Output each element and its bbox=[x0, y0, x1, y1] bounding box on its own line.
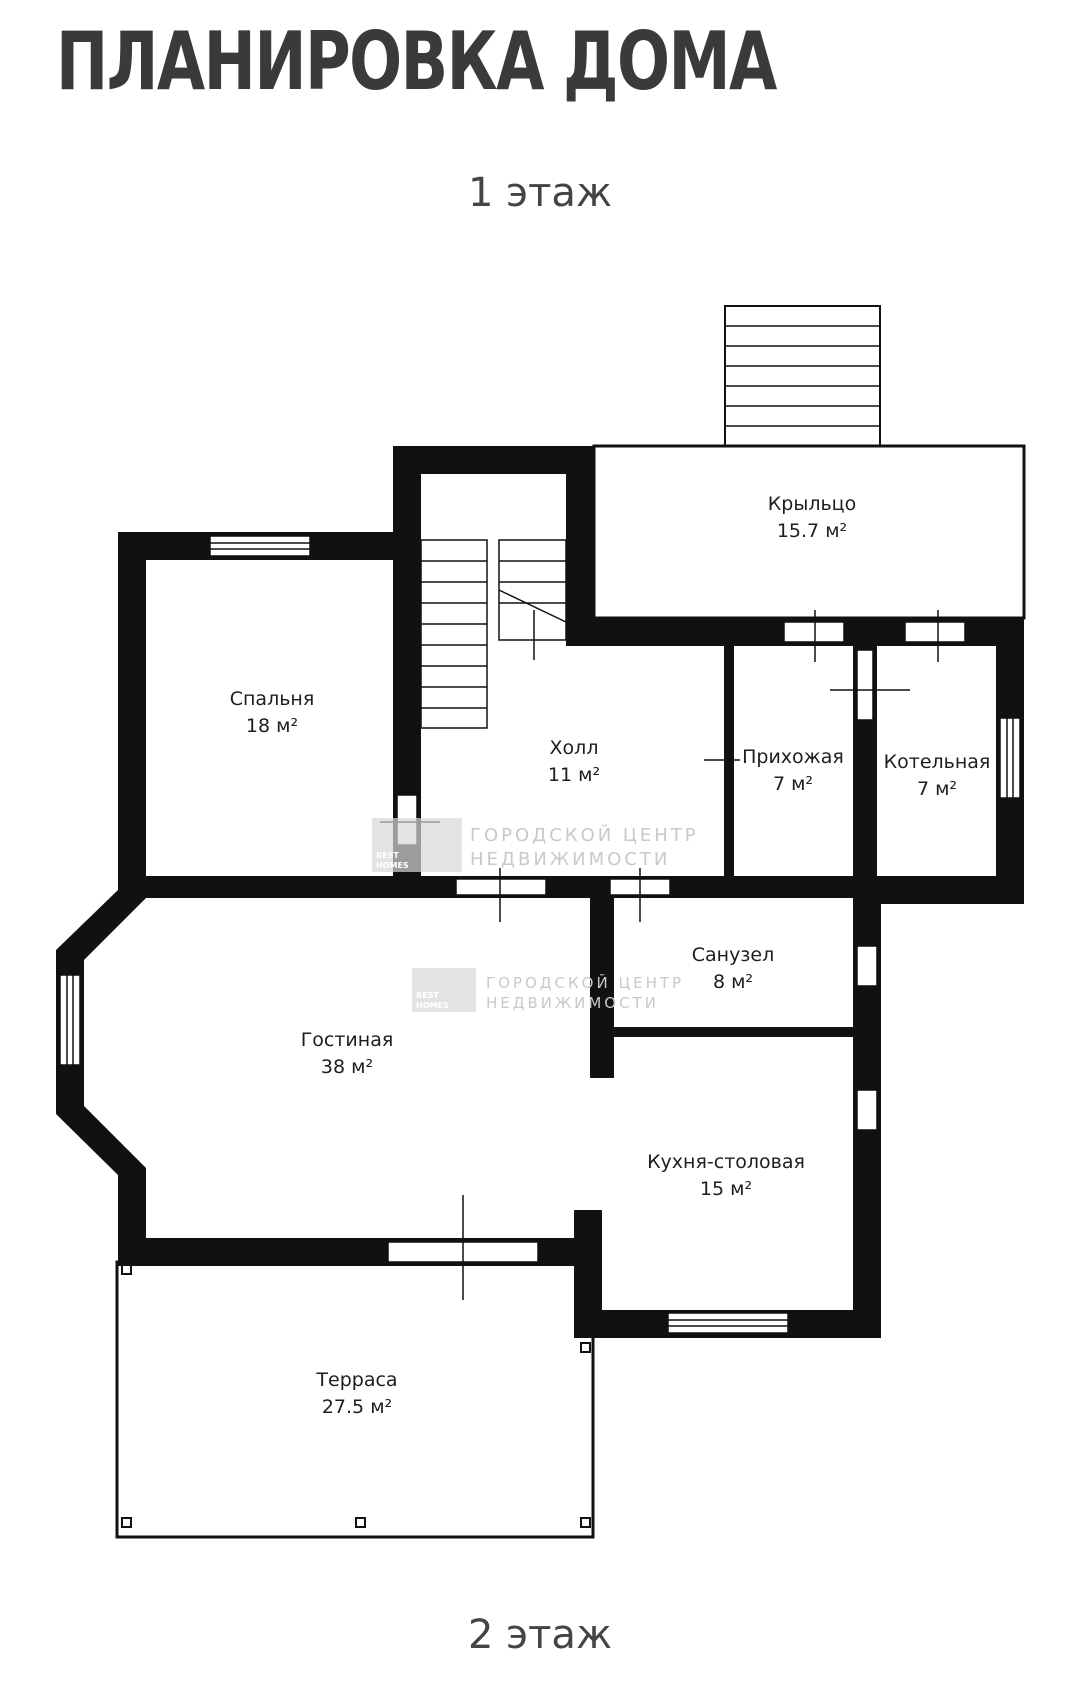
walls bbox=[118, 446, 1024, 1338]
watermark-line2: НЕДВИЖИМОСТИ bbox=[470, 849, 670, 870]
room-bathroom-area: 8 м² bbox=[713, 971, 753, 993]
floor-1-label: 1 этаж bbox=[468, 170, 612, 216]
terrace-post bbox=[121, 1264, 132, 1275]
room-hall-name: Холл bbox=[550, 737, 599, 759]
watermark-brand-bottom: HOMES bbox=[376, 861, 409, 870]
room-living-name: Гостиная bbox=[301, 1029, 394, 1051]
room-boiler-name: Котельная bbox=[884, 751, 991, 773]
room-porch-area: 15.7 м² bbox=[777, 520, 847, 542]
room-entry-area: 7 м² bbox=[773, 773, 813, 795]
watermark-brand-top: BEST bbox=[376, 851, 399, 860]
watermark-1: BEST HOMES ГОРОДСКОЙ ЦЕНТР НЕДВИЖИМОСТИ bbox=[372, 818, 699, 872]
watermark-brand-bottom: HOMES bbox=[416, 1001, 449, 1010]
watermark-logo-icon bbox=[372, 818, 462, 872]
room-boiler-area: 7 м² bbox=[917, 778, 957, 800]
terrace-post bbox=[580, 1517, 591, 1528]
terrace-post bbox=[355, 1517, 366, 1528]
staircase bbox=[420, 539, 567, 729]
room-living-area: 38 м² bbox=[321, 1056, 373, 1078]
watermark-brand-top: BEST bbox=[416, 991, 439, 1000]
porch-step-lines bbox=[725, 325, 880, 427]
terrace-post bbox=[580, 1342, 591, 1353]
room-kitchen-area: 15 м² bbox=[700, 1178, 752, 1200]
room-terrace-name: Терраса bbox=[315, 1369, 397, 1391]
watermark-2: BEST HOMES ГОРОДСКОЙ ЦЕНТР НЕДВИЖИМОСТИ bbox=[412, 968, 684, 1012]
room-entry-name: Прихожая bbox=[742, 746, 844, 768]
watermark-line1: ГОРОДСКОЙ ЦЕНТР bbox=[486, 973, 684, 992]
room-kitchen-name: Кухня-столовая bbox=[647, 1151, 805, 1173]
room-hall-area: 11 м² bbox=[548, 764, 600, 786]
watermark-logo-icon bbox=[412, 968, 476, 1012]
room-bedroom-area: 18 м² bbox=[246, 715, 298, 737]
porch-steps bbox=[724, 305, 881, 447]
bay-wall bbox=[56, 876, 146, 1238]
watermark-line1: ГОРОДСКОЙ ЦЕНТР bbox=[470, 824, 699, 846]
room-porch-name: Крыльцо bbox=[768, 493, 856, 515]
room-bedroom-name: Спальня bbox=[230, 688, 315, 710]
room-terrace-area: 27.5 м² bbox=[322, 1396, 392, 1418]
watermark-line2: НЕДВИЖИМОСТИ bbox=[486, 994, 659, 1012]
terrace-post bbox=[121, 1517, 132, 1528]
page-title: ПЛАНИРОВКА ДОМА bbox=[56, 15, 777, 108]
room-bathroom-name: Санузел bbox=[692, 944, 775, 966]
floor-2-label: 2 этаж bbox=[468, 1612, 612, 1658]
